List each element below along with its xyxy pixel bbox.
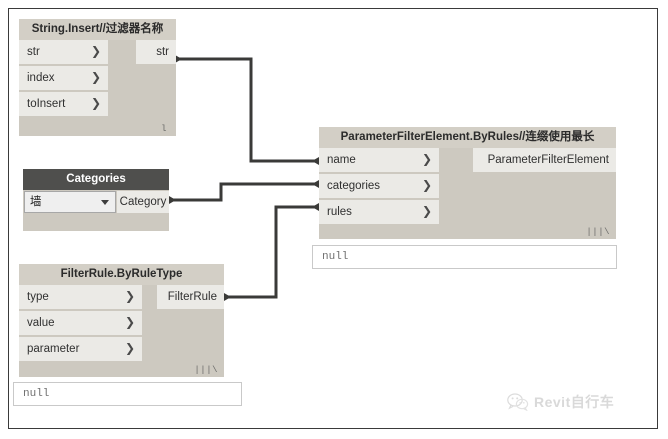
output-ports: Category	[117, 191, 169, 213]
node-body: type ❯ value ❯ parameter ❯ FilterRule ||…	[19, 285, 224, 377]
port-label: parameter	[27, 343, 80, 355]
port-label: str	[156, 46, 169, 58]
node-title: ParameterFilterElement.ByRules//连缀使用最长	[319, 127, 616, 148]
port-label: FilterRule	[167, 291, 217, 303]
wire-arrow-cap	[169, 196, 176, 204]
chevron-right-icon: ❯	[124, 341, 135, 355]
output-ports: ParameterFilterElement	[473, 148, 616, 172]
node-body: 墙 Category	[23, 190, 169, 231]
node-title: FilterRule.ByRuleType	[19, 264, 224, 285]
dropdown-value: 墙	[30, 196, 42, 208]
node-body: name ❯ categories ❯ rules ❯ ParameterFil…	[319, 148, 616, 239]
wire-arrow-cap	[175, 55, 182, 63]
node-string-insert[interactable]: String.Insert//过滤器名称 str ❯ index ❯ toIns…	[19, 19, 176, 136]
wire-arrow-cap	[312, 157, 319, 165]
watcher-value: null	[322, 251, 349, 263]
input-ports: type ❯ value ❯ parameter ❯	[19, 285, 142, 361]
port-label: name	[327, 154, 356, 166]
lacing-icon[interactable]: |||\	[586, 227, 610, 237]
port-label: index	[27, 72, 55, 84]
node-body: str ❯ index ❯ toInsert ❯ str l	[19, 40, 176, 136]
output-ports: str	[136, 40, 176, 64]
wire-arrow-cap	[224, 293, 231, 301]
watcher-value: null	[23, 388, 50, 400]
port-label: rules	[327, 206, 352, 218]
chevron-right-icon: ❯	[124, 315, 135, 329]
input-ports: str ❯ index ❯ toInsert ❯	[19, 40, 108, 116]
port-label: toInsert	[27, 98, 66, 110]
watermark-text: Revit自行车	[534, 394, 615, 410]
input-port-type[interactable]: type ❯	[19, 285, 142, 309]
input-port-rules[interactable]: rules ❯	[319, 200, 439, 224]
input-port-index[interactable]: index ❯	[19, 66, 108, 90]
node-title: Categories	[23, 169, 169, 190]
input-port-str[interactable]: str ❯	[19, 40, 108, 64]
chevron-down-icon	[101, 200, 109, 205]
output-port-category[interactable]: Category	[117, 191, 169, 213]
node-title: String.Insert//过滤器名称	[19, 19, 176, 40]
port-label: ParameterFilterElement	[487, 154, 609, 166]
chevron-right-icon: ❯	[124, 289, 135, 303]
input-port-parameter[interactable]: parameter ❯	[19, 337, 142, 361]
wire-arrow-cap	[312, 203, 319, 211]
port-label: type	[27, 291, 49, 303]
watermark: Revit自行车	[507, 392, 614, 412]
input-port-categories[interactable]: categories ❯	[319, 174, 439, 198]
output-ports: FilterRule	[157, 285, 224, 309]
lacing-icon[interactable]: |||\	[194, 365, 218, 375]
chevron-right-icon: ❯	[421, 152, 432, 166]
categories-dropdown[interactable]: 墙	[24, 191, 116, 213]
dynamo-graph-canvas[interactable]: String.Insert//过滤器名称 str ❯ index ❯ toIns…	[8, 8, 658, 429]
wire-str-to-name	[175, 57, 319, 163]
node-filter-rule[interactable]: FilterRule.ByRuleType type ❯ value ❯ par…	[19, 264, 224, 377]
input-port-value[interactable]: value ❯	[19, 311, 142, 335]
chevron-right-icon: ❯	[421, 204, 432, 218]
port-label: value	[27, 317, 55, 329]
chevron-right-icon: ❯	[421, 178, 432, 192]
chevron-right-icon: ❯	[90, 96, 101, 110]
input-port-name[interactable]: name ❯	[319, 148, 439, 172]
port-label: Category	[119, 196, 167, 208]
watcher-box-right[interactable]: null	[312, 245, 617, 269]
chevron-right-icon: ❯	[90, 44, 101, 58]
output-port-str[interactable]: str	[136, 40, 176, 64]
lacing-icon[interactable]: l	[161, 124, 167, 134]
output-port-parameterfilterelement[interactable]: ParameterFilterElement	[473, 148, 616, 172]
input-ports: name ❯ categories ❯ rules ❯	[319, 148, 439, 224]
chevron-right-icon: ❯	[90, 70, 101, 84]
port-label: categories	[327, 180, 381, 192]
watcher-box-left[interactable]: null	[13, 382, 242, 406]
wechat-icon	[507, 393, 529, 411]
node-categories[interactable]: Categories 墙 Category	[23, 169, 169, 231]
node-parameter-filter-element[interactable]: ParameterFilterElement.ByRules//连缀使用最长 n…	[319, 127, 616, 239]
port-label: str	[27, 46, 40, 58]
wire-category-to-categories	[169, 182, 319, 202]
wire-filterrule-to-rules	[224, 205, 319, 299]
input-port-toinsert[interactable]: toInsert ❯	[19, 92, 108, 116]
wire-arrow-cap	[312, 180, 319, 188]
output-port-filterrule[interactable]: FilterRule	[157, 285, 224, 309]
